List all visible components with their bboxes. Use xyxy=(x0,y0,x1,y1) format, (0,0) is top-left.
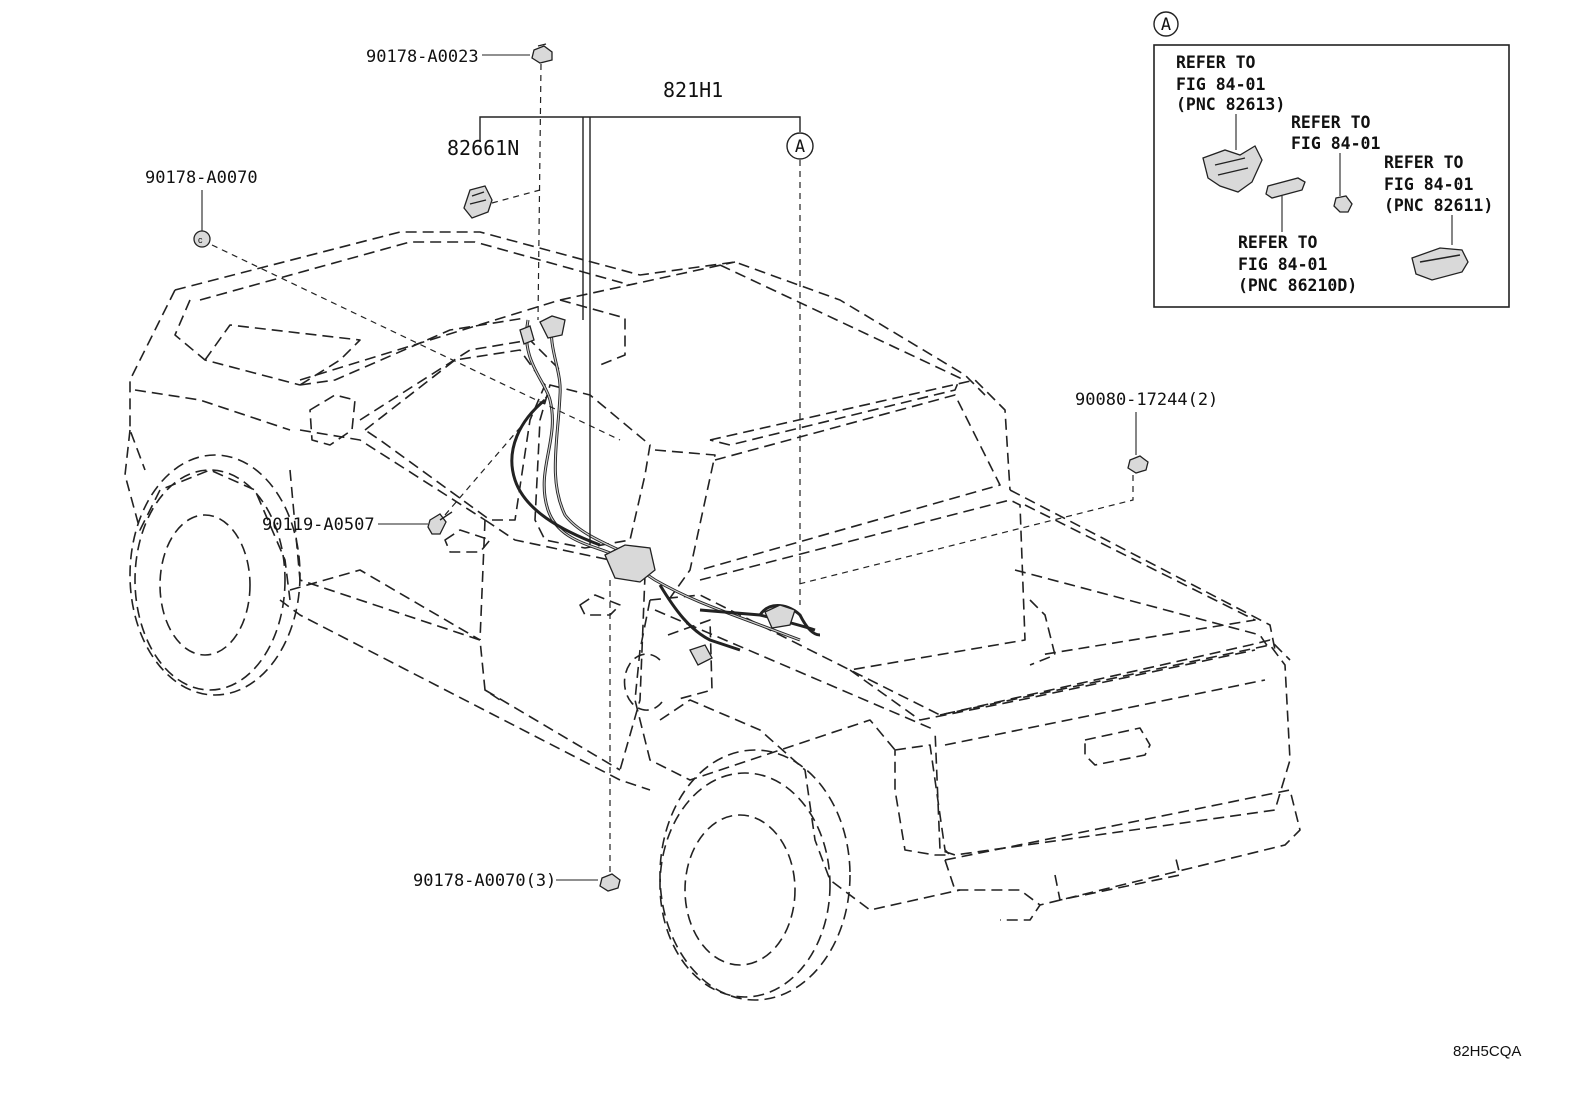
label-821h1: 821H1 xyxy=(663,78,723,102)
label-90080-17244: 90080-17244(2) xyxy=(1075,390,1218,410)
inset-ref-2-line1: REFER TO xyxy=(1291,113,1371,132)
inset-ref-2-line2: FIG 84-01 xyxy=(1291,134,1380,153)
label-90178-a0070-3: 90178-A0070(3) xyxy=(413,871,556,891)
wire-harness xyxy=(510,315,821,666)
inset-part-screw xyxy=(1333,195,1353,213)
clip-90178-a0070-3 xyxy=(556,580,621,892)
inset-part-86210d xyxy=(1265,177,1306,199)
inset-ref-4-line1: REFER TO xyxy=(1238,233,1318,252)
label-90119-a0507: 90119-A0507 xyxy=(262,515,375,535)
inset-ref-1-line3: (PNC 82613) xyxy=(1176,95,1285,114)
svg-text:c: c xyxy=(198,235,203,245)
inset-part-82611 xyxy=(1411,247,1469,281)
figure-code: 82H5CQA xyxy=(1453,1043,1521,1060)
label-90178-a0070: 90178-A0070 xyxy=(145,168,258,188)
svg-text:A: A xyxy=(795,137,805,157)
inset-ref-1-line2: FIG 84-01 xyxy=(1176,75,1265,94)
label-90178-a0023: 90178-A0023 xyxy=(366,47,479,67)
front-wheel xyxy=(129,454,301,696)
part-82661n xyxy=(463,185,541,219)
inset-ref-3-line2: FIG 84-01 xyxy=(1384,175,1473,194)
rear-wheel xyxy=(659,749,851,1001)
callout-a: A xyxy=(786,132,814,160)
inset-ref-4-line2: FIG 84-01 xyxy=(1238,255,1327,274)
bolt-90119-a0507 xyxy=(378,394,549,535)
inset-part-82613 xyxy=(1202,145,1263,193)
inset-ref-3-line1: REFER TO xyxy=(1384,153,1464,172)
inset-ref-1-line1: REFER TO xyxy=(1176,53,1256,72)
bracket-821h1 xyxy=(479,116,801,605)
inset-marker: A xyxy=(1161,15,1171,35)
inset-ref-3-line3: (PNC 82611) xyxy=(1384,196,1493,215)
nut-90080-17244 xyxy=(794,412,1149,586)
inset-ref-4-line3: (PNC 86210D) xyxy=(1238,276,1357,295)
truck-outline xyxy=(124,231,1301,921)
clip-90178-a0023 xyxy=(482,43,553,321)
inset-detail-a: A REFER TO FIG 84-01 (PNC 82613) REFER T… xyxy=(1153,11,1510,308)
clip-90178-a0070: c xyxy=(193,190,621,441)
label-82661n: 82661N xyxy=(447,136,519,160)
